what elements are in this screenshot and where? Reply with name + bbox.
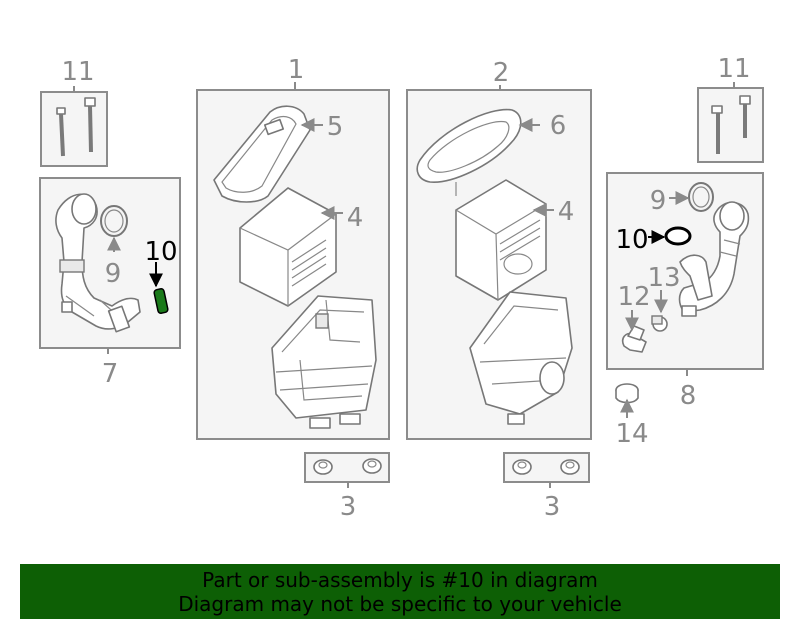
banner-line-part: Part or sub-assembly is #10 in diagram [202, 567, 598, 592]
callout-14: 14 [615, 419, 648, 449]
bolt-icon [56, 97, 96, 157]
callout-11-left: 11 [61, 57, 94, 87]
air-hose-icon [678, 201, 750, 317]
air-hose-icon [55, 193, 141, 333]
callout-9-left: 9 [105, 259, 122, 289]
callout-3-left: 3 [340, 492, 357, 522]
air-filter-element-icon [455, 179, 547, 301]
banner-line-disclaimer: Diagram may not be specific to your vehi… [178, 591, 622, 616]
disclaimer-banner: Part or sub-assembly is #10 in diagram D… [20, 564, 780, 619]
o-ring-icon [100, 205, 128, 237]
mount-icon [313, 458, 382, 475]
callout-11-right: 11 [717, 54, 750, 84]
air-cleaner-assembly-right-box [406, 85, 592, 440]
callout-7: 7 [102, 359, 119, 389]
mount-icon [512, 459, 580, 475]
callout-9-right: 9 [650, 186, 667, 216]
bolt-set-right-box [697, 82, 764, 163]
mount-set-left-box [304, 452, 390, 488]
air-cleaner-housing-icon [271, 295, 377, 429]
cap-icon [615, 383, 639, 404]
callout-13: 13 [647, 263, 680, 293]
air-hose-left-box [39, 177, 181, 354]
highlighted-seal-icon [153, 288, 169, 314]
callout-10-left: 10 [144, 237, 177, 267]
air-cleaner-assembly-left-box [196, 82, 390, 440]
air-hose-right-box [606, 172, 764, 376]
hose-clamp-icon [651, 315, 668, 332]
callout-3-right: 3 [544, 492, 561, 522]
callout-8: 8 [680, 381, 697, 411]
callout-12: 12 [617, 282, 650, 312]
air-filter-element-icon [239, 187, 337, 307]
callout-5: 5 [327, 112, 344, 142]
vacuum-hose-icon [621, 325, 647, 353]
air-cleaner-cover-icon [416, 108, 522, 196]
mount-set-right-box [503, 452, 590, 488]
bolt-icon [711, 95, 751, 154]
callout-4-right: 4 [558, 197, 575, 227]
air-cleaner-housing-icon [469, 291, 573, 425]
callout-2: 2 [493, 58, 510, 88]
callout-4-left: 4 [347, 203, 364, 233]
callout-6: 6 [550, 111, 567, 141]
highlighted-o-ring-icon [664, 226, 692, 246]
callout-1: 1 [288, 55, 305, 85]
callout-10-right: 10 [615, 225, 648, 255]
bolt-set-left-box [40, 86, 108, 167]
